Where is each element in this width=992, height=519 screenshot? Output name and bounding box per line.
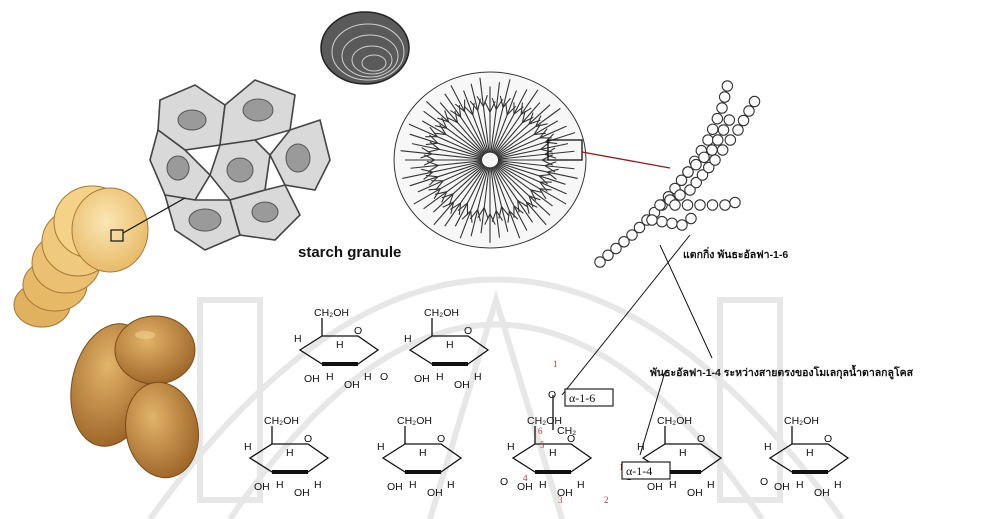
ring-atom-label: OH bbox=[387, 481, 403, 493]
ring-atom-label: CH₂OH bbox=[314, 307, 349, 319]
ring-atom-label: H bbox=[834, 479, 842, 491]
ring-atom-label: 1 bbox=[553, 359, 558, 369]
ring-atom-label: OH bbox=[814, 487, 830, 499]
ring-atom-label: H bbox=[244, 441, 252, 453]
starch-granule-label: starch granule bbox=[298, 244, 401, 261]
ring-atom-label: 2 bbox=[604, 495, 609, 505]
ring-atom-label: OH bbox=[647, 481, 663, 493]
ring-atom-label: O bbox=[354, 325, 362, 337]
ring-atom-label: O bbox=[760, 476, 768, 488]
ring-atom-label: 4 bbox=[523, 473, 528, 483]
ring-atom-label: OH bbox=[294, 487, 310, 499]
ring-atom-label: H bbox=[436, 371, 444, 383]
ring-atom-label: CH₂OH bbox=[264, 415, 299, 427]
ring-atom-label: OH bbox=[687, 487, 703, 499]
ring-atom-label: OH bbox=[454, 379, 470, 391]
ring-atom-label: H bbox=[474, 371, 482, 383]
alpha-1-4-label: α-1-4 bbox=[626, 464, 652, 478]
ring-atom-label: H bbox=[286, 447, 294, 459]
whole-potatoes-image bbox=[60, 316, 206, 484]
ring-atom-label: H bbox=[419, 447, 427, 459]
ring-atom-label: CH₂OH bbox=[657, 415, 692, 427]
ring-atom-label: CH₂OH bbox=[784, 415, 819, 427]
alpha-1-6-label: α-1-6 bbox=[569, 391, 595, 405]
ring-atom-label: CH₂OH bbox=[424, 307, 459, 319]
alpha-1-4-box: α-1-4 bbox=[622, 462, 670, 479]
ring-atom-label: CH₂OH bbox=[397, 415, 432, 427]
ring-atom-label: O bbox=[380, 371, 388, 383]
ring-atom-label: H bbox=[314, 479, 322, 491]
ring-atom-label: H bbox=[377, 441, 385, 453]
starch-granule-shell-image bbox=[321, 12, 409, 84]
ring-atom-label: H bbox=[796, 479, 804, 491]
ring-atom-label: H bbox=[637, 441, 645, 453]
alpha-1-4-chain-label: พันธะอัลฟา-1-4 ระหว่างสายตรงของโมเลกุลน้… bbox=[650, 364, 913, 381]
ring-atom-label: O bbox=[437, 433, 445, 445]
ring-atom-label: O bbox=[500, 476, 508, 488]
ring-atom-label: O bbox=[697, 433, 705, 445]
potato-slices-image bbox=[14, 186, 148, 327]
ring-atom-label: H bbox=[336, 339, 344, 351]
potato-cells-image bbox=[150, 80, 330, 250]
ring-atom-label: OH bbox=[414, 373, 430, 385]
ring-atom-label: H bbox=[577, 479, 585, 491]
alpha-1-6-branch-label: แตกกิ่ง พันธะอัลฟา-1-6 bbox=[683, 246, 788, 263]
starch-granule-cross-section bbox=[394, 72, 586, 248]
ring-atom-label: H bbox=[539, 479, 547, 491]
ring-atom-label: OH bbox=[304, 373, 320, 385]
ring-atom-label: OH bbox=[427, 487, 443, 499]
ring-atom-label: OH bbox=[774, 481, 790, 493]
ring-atom-label: H bbox=[326, 371, 334, 383]
ring-atom-label: CH₂ bbox=[557, 425, 576, 437]
ring-atom-label: H bbox=[409, 479, 417, 491]
ring-atom-label: H bbox=[764, 441, 772, 453]
ring-atom-label: H bbox=[404, 333, 412, 345]
ring-atom-label: H bbox=[669, 479, 677, 491]
alpha-1-6-box: α-1-6 bbox=[565, 389, 613, 406]
ring-atom-label: H bbox=[679, 447, 687, 459]
ring-atom-label: 6 bbox=[538, 426, 543, 436]
ring-atom-label: O bbox=[548, 389, 556, 401]
ring-atom-label: H bbox=[806, 447, 814, 459]
ring-atom-label: O bbox=[304, 433, 312, 445]
ring-atom-label: H bbox=[446, 339, 454, 351]
ring-atom-label: H bbox=[707, 479, 715, 491]
ring-atom-label: 5 bbox=[540, 440, 545, 450]
ring-atom-label: H bbox=[447, 479, 455, 491]
ring-atom-label: O bbox=[824, 433, 832, 445]
granule-to-branch-line bbox=[582, 152, 670, 168]
ring-atom-label: H bbox=[276, 479, 284, 491]
ring-atom-label: OH bbox=[344, 379, 360, 391]
ring-atom-label: OH bbox=[254, 481, 270, 493]
ring-atom-label: 3 bbox=[558, 495, 563, 505]
amylopectin-bead-chains bbox=[595, 81, 760, 267]
ring-atom-label: H bbox=[364, 371, 372, 383]
ring-atom-label: H bbox=[294, 333, 302, 345]
ring-atom-label: O bbox=[464, 325, 472, 337]
ring-atom-label: H bbox=[549, 447, 557, 459]
ring-atom-label: H bbox=[507, 441, 515, 453]
